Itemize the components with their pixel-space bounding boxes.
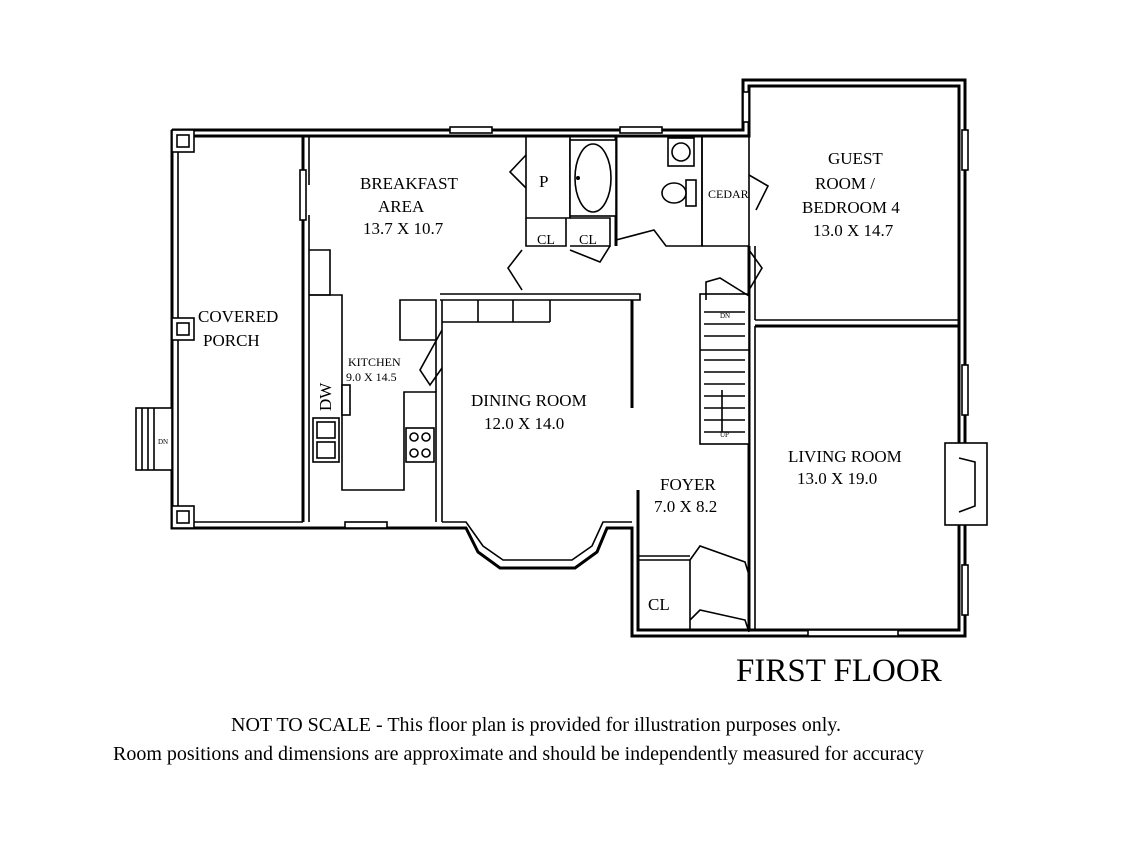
living-room-label: LIVING ROOM [788, 447, 902, 466]
porch-stairs-label: DN [158, 438, 168, 446]
stove-icon [405, 427, 435, 463]
bath-fixtures [569, 137, 697, 217]
porch-stairs [135, 407, 173, 471]
fireplace [944, 442, 988, 526]
floor-title: FIRST FLOOR [736, 653, 942, 689]
kitchen-fixtures [312, 384, 435, 463]
staircase [699, 277, 750, 445]
breakfast-area-dims: 13.7 X 10.7 [363, 219, 444, 238]
foyer-closet-label: CL [648, 595, 670, 614]
guest-room-label-1: GUEST [828, 149, 883, 168]
covered-porch-label-1: COVERED [198, 307, 278, 326]
pantry-label: P [539, 172, 548, 191]
breakfast-area-label-1: BREAKFAST [360, 174, 459, 193]
stair-down-label: DN [720, 312, 730, 320]
closet-label-2: CL [579, 233, 597, 248]
bathtub-icon [574, 143, 612, 213]
kitchen-dims: 9.0 X 14.5 [346, 370, 397, 384]
guest-room-label-2: ROOM / [815, 174, 875, 193]
dining-room-label: DINING ROOM [471, 391, 587, 410]
windows [299, 91, 969, 637]
dishwasher-label: DW [316, 382, 335, 411]
kitchen-label: KITCHEN [348, 355, 401, 369]
sink-icon [671, 142, 691, 162]
foyer-label: FOYER [660, 475, 716, 494]
foyer-dims: 7.0 X 8.2 [654, 497, 717, 516]
porch-posts [171, 129, 195, 529]
covered-porch-label-2: PORCH [203, 331, 260, 350]
disclaimer-line-1: NOT TO SCALE - This floor plan is provid… [231, 714, 841, 736]
disclaimer-line-2: Room positions and dimensions are approx… [113, 743, 924, 765]
cedar-label: CEDAR [708, 187, 749, 201]
stair-up-label: UP [720, 431, 729, 439]
guest-room-dims: 13.0 X 14.7 [813, 221, 894, 240]
toilet-icon [661, 182, 687, 204]
dining-room-dims: 12.0 X 14.0 [484, 414, 564, 433]
living-room-dims: 13.0 X 19.0 [797, 469, 877, 488]
closet-label-1: CL [537, 233, 555, 248]
guest-room-label-3: BEDROOM 4 [802, 198, 900, 217]
room-labels: COVERED PORCH BREAKFAST AREA 13.7 X 10.7… [158, 149, 902, 614]
breakfast-area-label-2: AREA [378, 197, 425, 216]
